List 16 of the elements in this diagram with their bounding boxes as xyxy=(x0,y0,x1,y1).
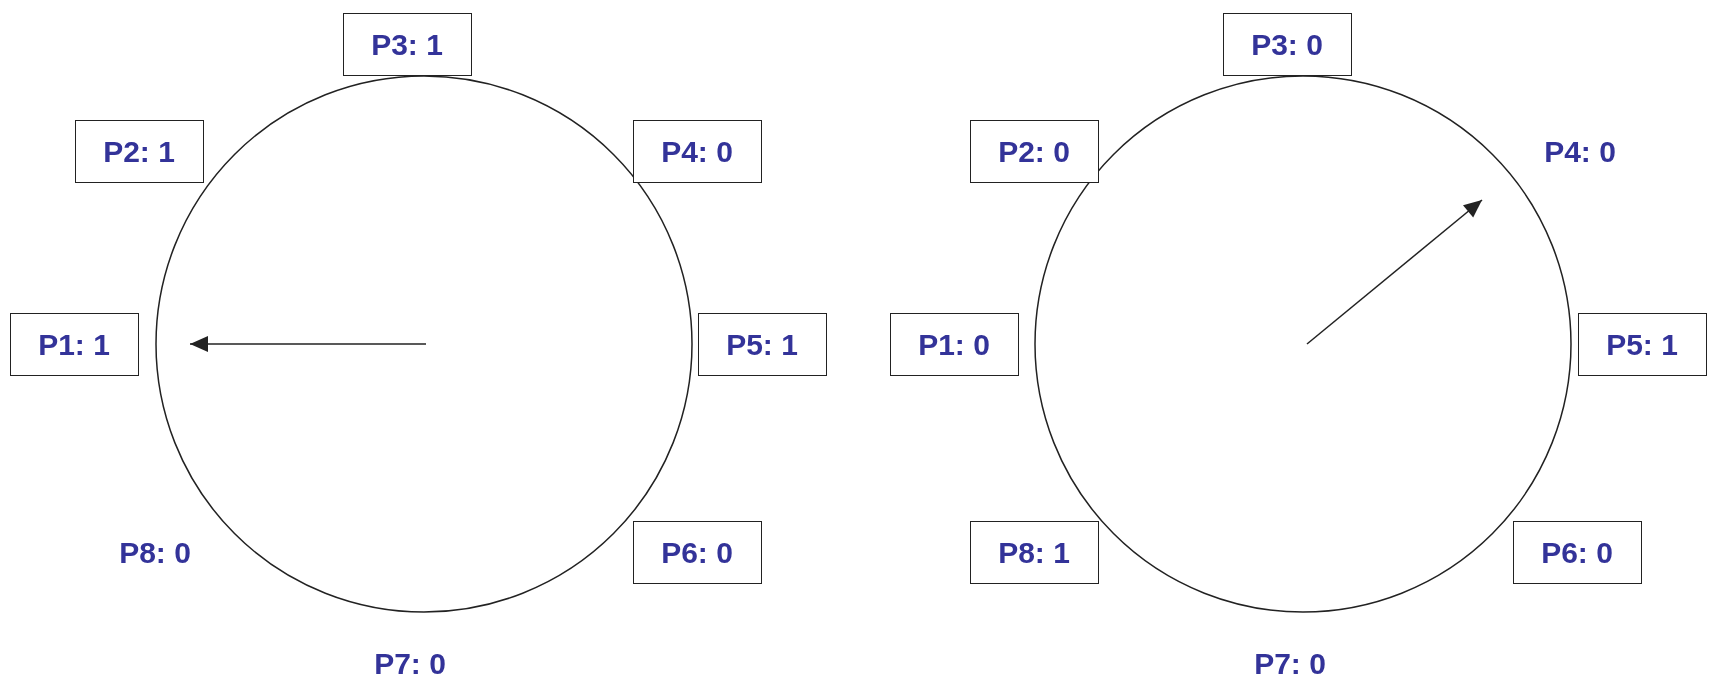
label-box: P6: 0 xyxy=(1512,520,1642,584)
label-box: P1: 0 xyxy=(889,312,1019,376)
label-box: P3: 0 xyxy=(1222,12,1352,76)
process-label: P7: 0 xyxy=(1254,645,1326,682)
label-box: P4: 0 xyxy=(632,119,762,183)
label-box: P3: 1 xyxy=(342,12,472,76)
label-box: P5: 1 xyxy=(697,312,827,376)
label-box: P2: 1 xyxy=(74,119,204,183)
label-box: P6: 0 xyxy=(632,520,762,584)
label-box: P5: 1 xyxy=(1577,312,1707,376)
process-label: P8: 0 xyxy=(119,534,191,571)
label-box: P8: 1 xyxy=(969,520,1099,584)
process-label: P7: 0 xyxy=(374,645,446,682)
process-label: P4: 0 xyxy=(1544,133,1616,170)
label-box: P2: 0 xyxy=(969,119,1099,183)
label-box: P1: 1 xyxy=(9,312,139,376)
